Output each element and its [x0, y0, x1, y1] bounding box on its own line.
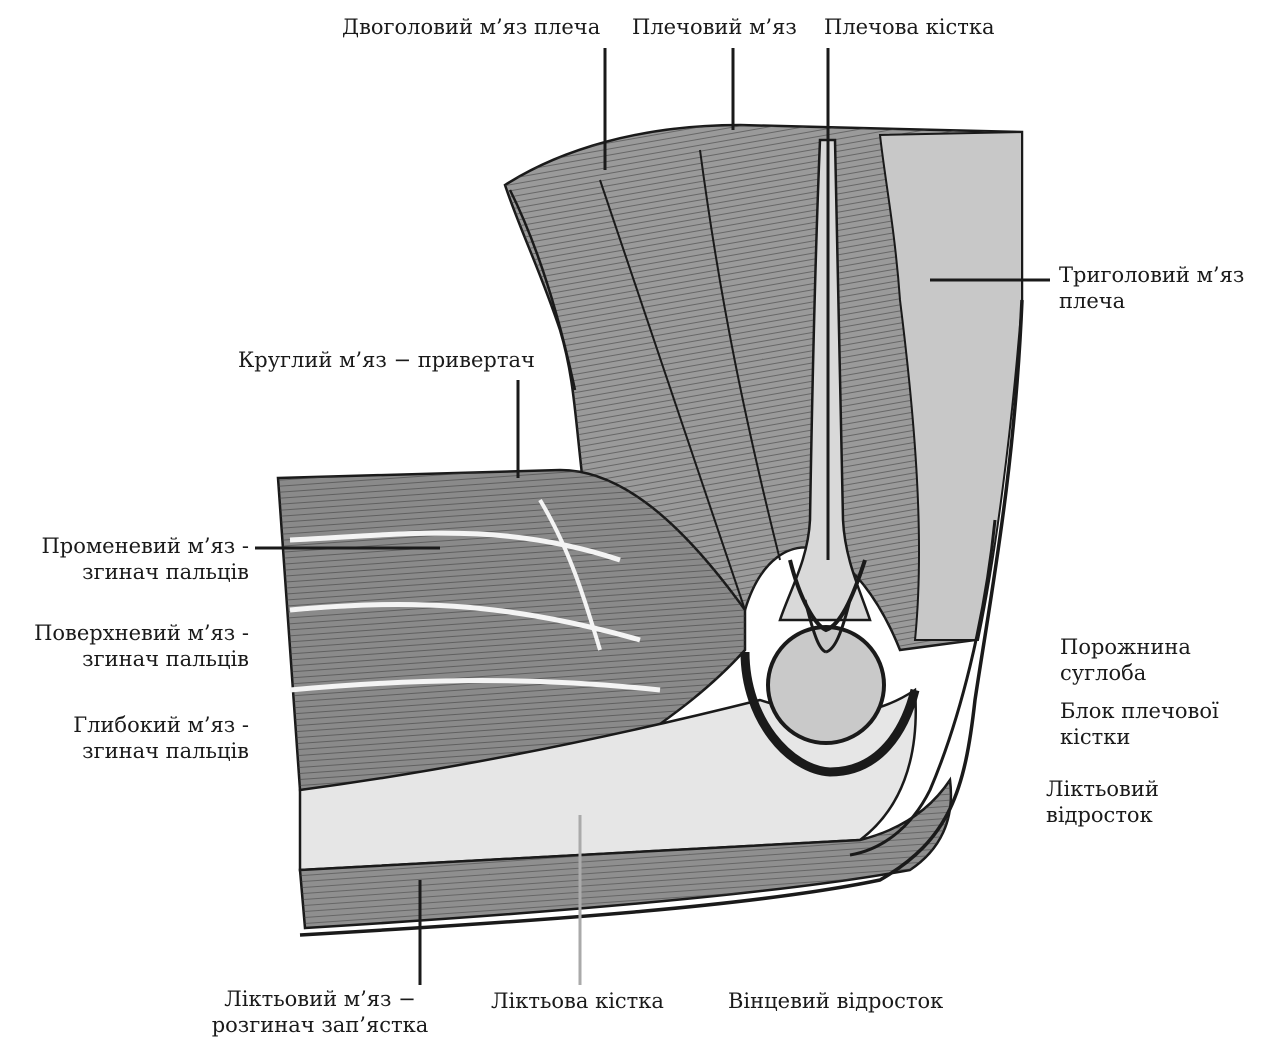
label-superficial-flexor-line1: Поверхневий м’яз - — [34, 620, 249, 646]
label-joint-cavity-line2: суглоба — [1060, 660, 1191, 686]
label-trochlea: Блок плечової кістки — [1060, 698, 1219, 750]
label-joint-cavity: Порожнина суглоба — [1060, 634, 1191, 686]
label-ulna: Ліктьова кістка — [491, 988, 664, 1014]
label-olecranon: Ліктьовий відросток — [1046, 776, 1159, 828]
label-radial-flexor-line2: згинач пальців — [41, 559, 249, 585]
label-triceps: Триголовий м’яз плеча — [1059, 262, 1244, 314]
label-superficial-flexor-line2: згинач пальців — [34, 646, 249, 672]
label-triceps-line2: плеча — [1059, 288, 1244, 314]
label-ulnar-extensor: Ліктьовий м’яз − розгинач зап’ястка — [200, 986, 440, 1038]
label-radial-flexor-line1: Променевий м’яз - — [41, 533, 249, 559]
label-deep-flexor-line1: Глибокий м’яз - — [73, 712, 249, 738]
label-humerus: Плечова кістка — [824, 14, 995, 40]
label-biceps: Двоголовий м’яз плеча — [342, 14, 600, 40]
label-pronator: Круглий м’яз − привертач — [238, 347, 535, 373]
label-coronoid: Вінцевий відросток — [728, 988, 943, 1014]
label-superficial-flexor: Поверхневий м’яз - згинач пальців — [34, 620, 249, 672]
label-deep-flexor: Глибокий м’яз - згинач пальців — [73, 712, 249, 764]
trochlea — [768, 627, 884, 743]
label-trochlea-line1: Блок плечової — [1060, 698, 1219, 724]
label-ulnar-extensor-line2: розгинач зап’ястка — [200, 1012, 440, 1038]
label-trochlea-line2: кістки — [1060, 724, 1219, 750]
label-olecranon-line2: відросток — [1046, 802, 1159, 828]
label-joint-cavity-line1: Порожнина — [1060, 634, 1191, 660]
label-deep-flexor-line2: згинач пальців — [73, 738, 249, 764]
label-radial-flexor: Променевий м’яз - згинач пальців — [41, 533, 249, 585]
label-brachialis: Плечовий м’яз — [632, 14, 797, 40]
label-triceps-line1: Триголовий м’яз — [1059, 262, 1244, 288]
label-olecranon-line1: Ліктьовий — [1046, 776, 1159, 802]
label-ulnar-extensor-line1: Ліктьовий м’яз − — [200, 986, 440, 1012]
